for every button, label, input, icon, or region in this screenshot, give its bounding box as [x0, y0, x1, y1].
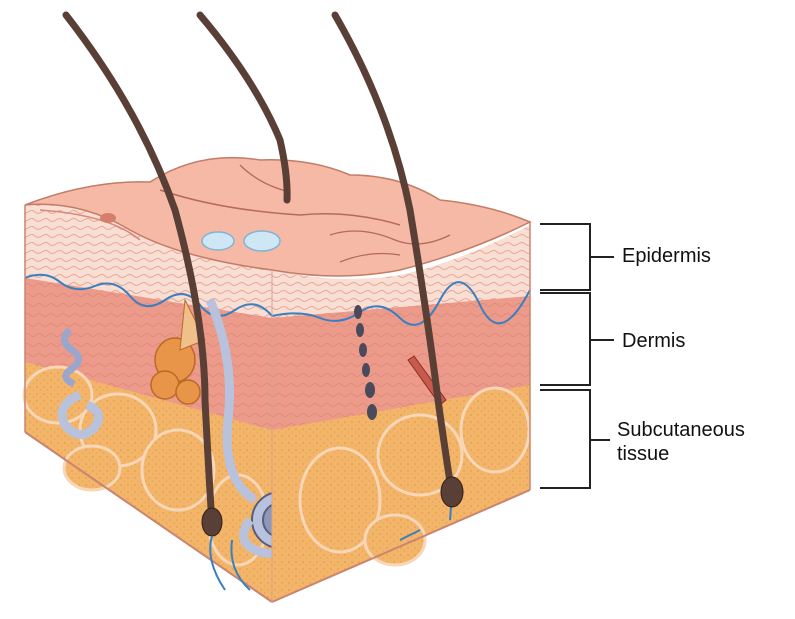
right-epidermis: [272, 225, 530, 318]
left-vessel-line: [24, 273, 273, 317]
subcutaneous-tissue-label: Subcutaneous tissue: [617, 418, 792, 466]
right-dermis: [272, 290, 530, 430]
right-fat-lobules: [298, 386, 531, 567]
hair-bulb-right: [440, 476, 464, 508]
left-epidermis: [25, 202, 272, 318]
right-face: [271, 225, 531, 603]
hair-left: [62, 11, 216, 529]
subcutaneous-label-line1: Subcutaneous: [617, 419, 745, 441]
bracket-subcutaneous: [540, 389, 610, 489]
sweat-droplet: [201, 231, 235, 251]
epidermis-label: Epidermis: [622, 245, 711, 267]
layer-brackets: [540, 223, 614, 489]
dermis-label: Dermis: [622, 330, 686, 352]
hair-bulb-left: [201, 507, 223, 537]
sebaceous-gland: [150, 298, 206, 405]
hair-middle: [196, 11, 291, 204]
hair-shafts: [62, 11, 464, 591]
sweat-droplet: [243, 230, 281, 252]
bracket-dermis: [540, 292, 614, 386]
subcutaneous-label-line2: tissue: [617, 443, 670, 465]
sweat-pore-duct: [354, 305, 377, 420]
right-vessel-line: [271, 281, 531, 326]
sweat-gland-left: [57, 327, 104, 439]
bracket-epidermis: [540, 223, 614, 291]
hair-right: [331, 11, 456, 499]
